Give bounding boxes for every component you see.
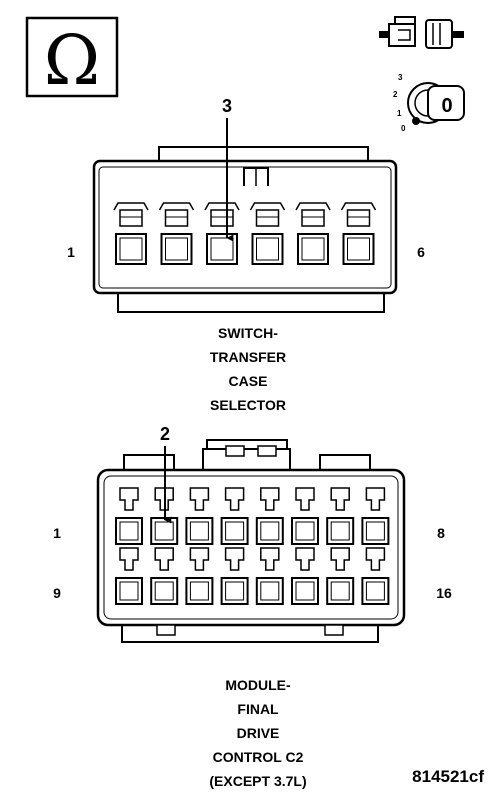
ignition-key-icon: 3 2 1 0 0	[393, 73, 465, 133]
module-pin-cavity	[150, 487, 179, 545]
module-pin-cavity	[255, 547, 284, 605]
switch-title-line-4: SELECTOR	[210, 397, 286, 413]
module-pin-cavity	[220, 487, 249, 545]
switch-pin-cavity	[158, 202, 195, 265]
module-pin-cavity	[361, 547, 390, 605]
module-title-line-1: MODULE-	[225, 677, 291, 693]
module-pin-cavity	[220, 547, 249, 605]
module-row2-label-left: 9	[53, 585, 61, 601]
switch-pin-cavity	[340, 202, 377, 265]
switch-pin-cavity	[295, 202, 331, 265]
module-pin-cavity	[326, 487, 355, 545]
switch-pin-cavity	[113, 202, 149, 265]
module-pin-cavity	[115, 487, 143, 545]
switch-connector	[92, 146, 398, 313]
module-row2-label-right: 16	[436, 585, 452, 601]
ohm-symbol: Ω	[44, 22, 100, 101]
module-pin-cavity	[255, 487, 284, 545]
key-position-3: 3	[398, 73, 403, 82]
figure-id: 814521cf	[412, 767, 484, 786]
key-position-2: 2	[393, 90, 398, 99]
key-current-position: 0	[441, 95, 452, 117]
switch-title-line-1: SWITCH-	[218, 325, 278, 341]
module-pin-cavity	[185, 487, 214, 545]
module-pin-cavity	[115, 547, 143, 605]
module-pin-cavity	[361, 487, 390, 545]
module-pin-cavity	[326, 547, 355, 605]
switch-pin-label-left: 1	[67, 244, 75, 260]
module-title-line-4: CONTROL C2	[213, 749, 304, 765]
module-title-line-5: (EXCEPT 3.7L)	[209, 773, 306, 789]
switch-title-line-2: TRANSFER	[210, 349, 286, 365]
module-pin-cavity	[150, 547, 179, 605]
module-title-line-3: DRIVE	[237, 725, 280, 741]
connector-disconnect-icon	[379, 16, 464, 49]
module-pin-cavity	[291, 547, 319, 605]
module-connector	[96, 439, 406, 643]
module-row1-label-left: 1	[53, 525, 61, 541]
key-position-1: 1	[397, 109, 402, 118]
switch-pin-group	[113, 202, 377, 265]
module-row1-label-right: 8	[437, 525, 445, 541]
module-probe-label: 2	[160, 424, 170, 444]
switch-pin-label-right: 6	[417, 244, 425, 260]
module-pin-cavity	[185, 547, 214, 605]
switch-title-line-3: CASE	[229, 373, 268, 389]
switch-probe-label: 3	[222, 96, 232, 116]
module-pin-group	[115, 487, 390, 605]
module-pin-cavity	[291, 487, 319, 545]
key-position-0: 0	[401, 124, 406, 133]
switch-pin-cavity	[249, 202, 286, 265]
module-title-line-2: FINAL	[237, 701, 279, 717]
ohmmeter-icon: Ω	[25, 16, 119, 101]
